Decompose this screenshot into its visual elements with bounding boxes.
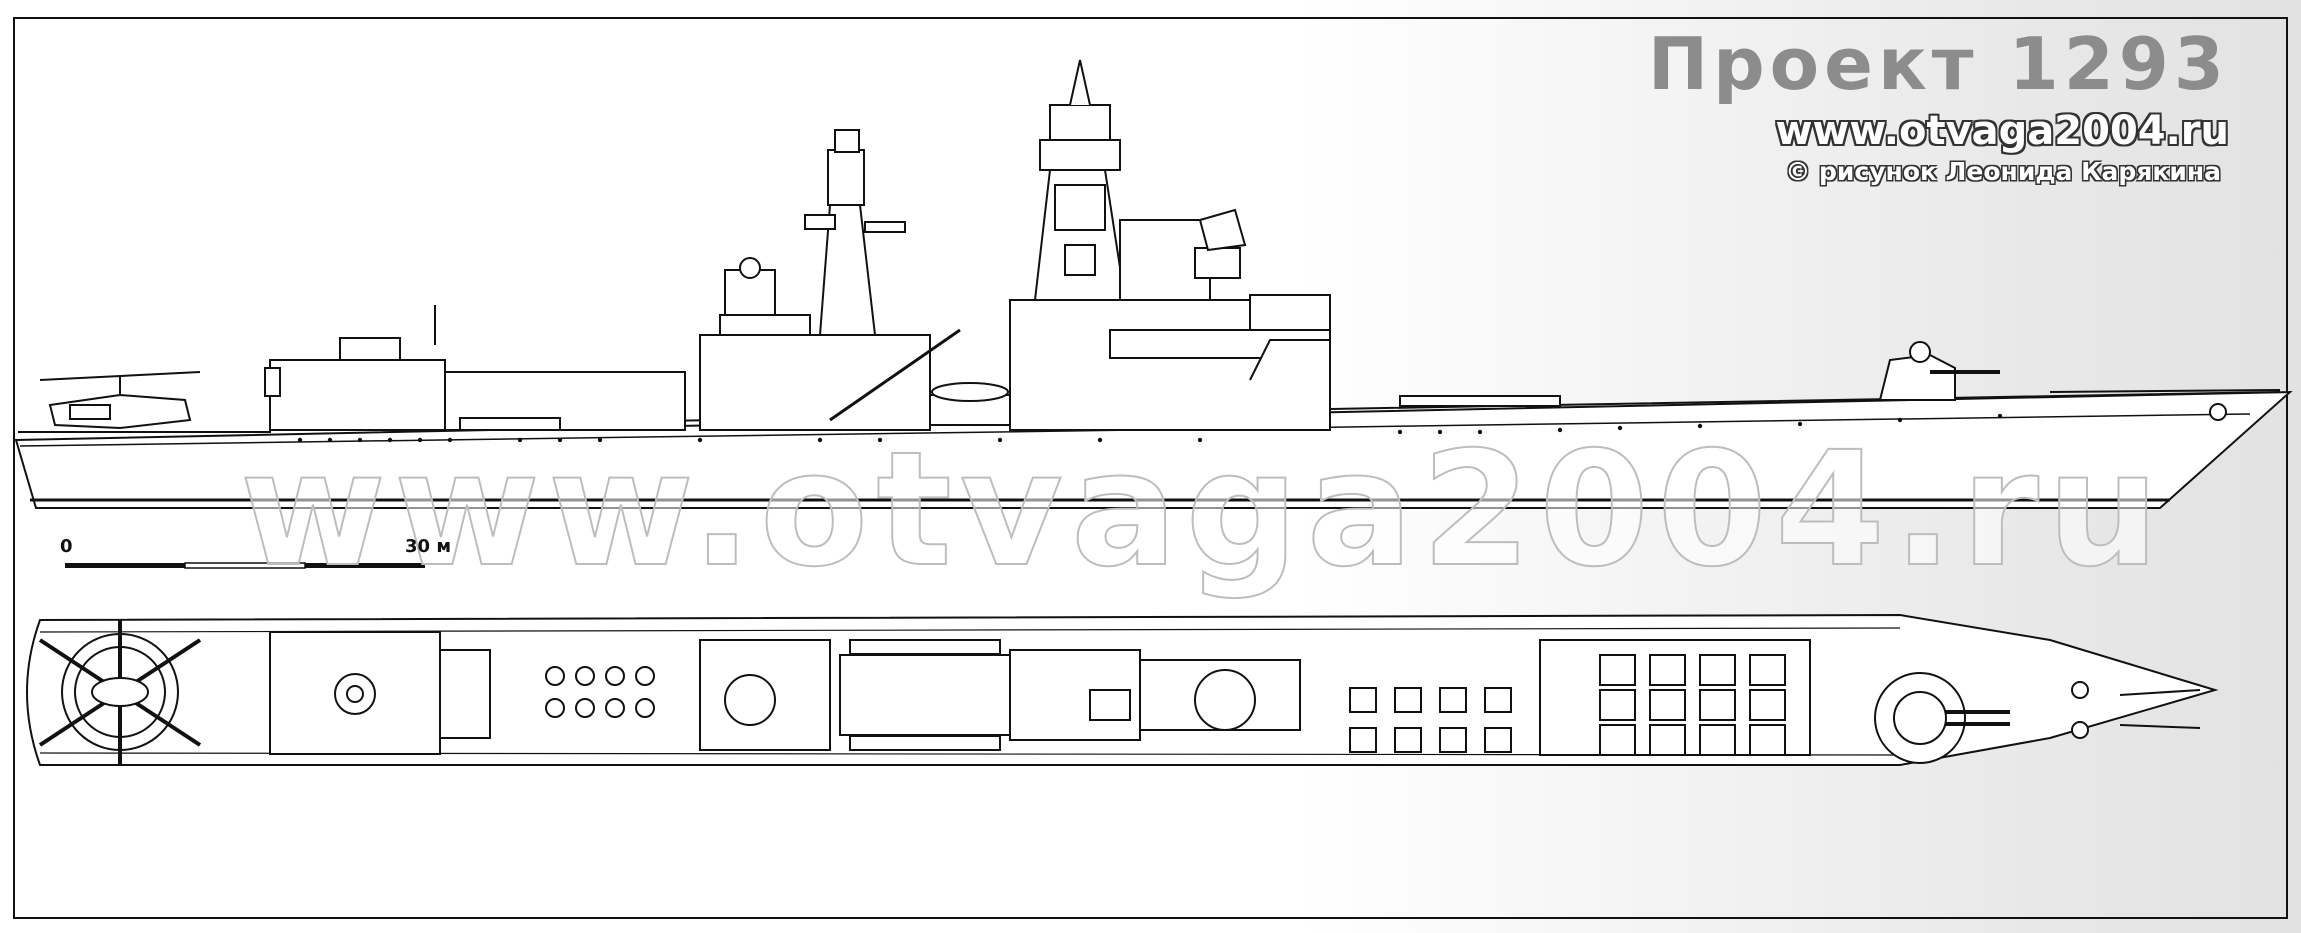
side-profile (14, 59, 2293, 509)
radar-aft (724, 257, 776, 316)
vls-deck (1539, 639, 1811, 756)
aft-superstructure (699, 129, 1011, 431)
page-title: Проект 1293 (1647, 22, 2229, 106)
scale-end-label: 30 м (405, 536, 452, 557)
gun-turret-plan (1874, 672, 2010, 764)
drawing-border (13, 17, 2288, 919)
helipad (38, 620, 202, 765)
gun-turret-side (1878, 341, 2000, 401)
missile-cells-aft (545, 666, 655, 718)
watermark-text: www.otvaga2004.ru (239, 417, 2168, 603)
hangar-block (264, 305, 686, 431)
website-link[interactable]: www.otvaga2004.ru (1775, 108, 2229, 154)
author-credit: © рисунок Леонида Карякина (1785, 157, 2221, 186)
vls-grid (1349, 687, 1512, 753)
helicopter-side (39, 371, 201, 430)
portholes (297, 413, 2003, 443)
scale-bar (65, 562, 425, 569)
scale-start-label: 0 (60, 536, 73, 557)
hangar-roof (269, 631, 491, 755)
midship-structures (699, 639, 1301, 751)
fire-control-radar (1194, 208, 1247, 279)
top-plan-view (26, 613, 2219, 766)
forward-superstructure (1009, 59, 1331, 431)
